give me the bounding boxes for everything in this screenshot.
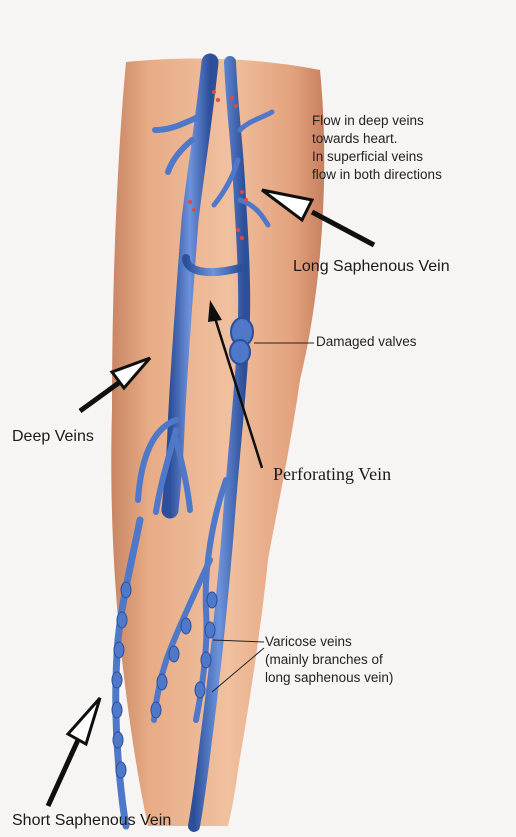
- leg-silhouette: [111, 58, 324, 826]
- short-saphenous-arrow: [48, 698, 100, 806]
- varicose-veins-label: Varicose veins (mainly branches of long …: [265, 633, 393, 687]
- damaged-valve-bulge: [230, 318, 253, 364]
- perforating-vein-label: Perforating Vein: [273, 464, 391, 485]
- deep-veins-label: Deep Veins: [12, 428, 94, 446]
- short-saphenous-label: Short Saphenous Vein: [12, 812, 171, 830]
- long-saphenous-label: Long Saphenous Vein: [293, 258, 450, 276]
- flow-note: Flow in deep veins towards heart. In sup…: [312, 112, 442, 184]
- damaged-valves-label: Damaged valves: [316, 333, 417, 351]
